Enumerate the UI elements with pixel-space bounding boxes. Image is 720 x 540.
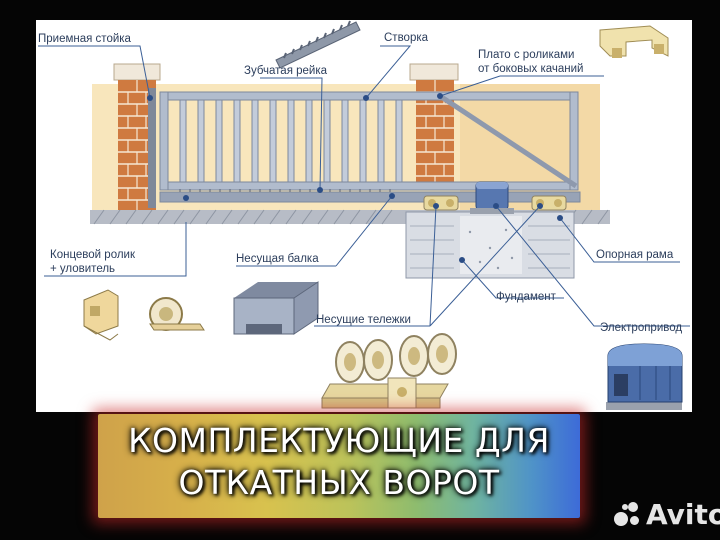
label-bearing-beam: Несущая балка <box>236 253 319 265</box>
label-end-roller-line2: + уловитель <box>50 263 115 275</box>
roller-plate-icon <box>599 25 669 58</box>
bearing-beam-icon <box>233 281 319 335</box>
avito-watermark: Avito <box>612 498 720 531</box>
end-catcher-icon <box>83 289 119 341</box>
left-brick-post <box>113 63 161 210</box>
label-roller-plate-line1: Плато с роликами <box>478 49 574 61</box>
label-support-frame: Опорная рама <box>596 249 674 261</box>
label-electric-drive: Электропривод <box>600 322 682 334</box>
label-gear-rack: Зубчатая рейка <box>244 65 328 77</box>
foundation-block <box>405 211 575 279</box>
banner-line-2: ОТКАТНЫХ ВОРОТ <box>178 463 500 502</box>
label-roller-plate-line2: от боковых качаний <box>478 63 583 75</box>
title-banner <box>98 414 580 518</box>
avito-watermark-text: Avito <box>646 498 720 531</box>
label-leaf: Створка <box>384 32 429 44</box>
leader-dots <box>147 93 563 263</box>
label-receiving-post: Приемная стойка <box>38 33 132 45</box>
label-foundation: Фундамент <box>496 291 557 303</box>
gear-rack-icon <box>275 20 361 69</box>
carriage-icon <box>321 333 457 409</box>
label-bearing-carriages: Несущие тележки <box>316 314 411 326</box>
right-brick-post <box>409 63 459 186</box>
avito-logo-icon <box>612 500 642 530</box>
gate-leaf <box>159 91 581 203</box>
banner-line-1: КОМПЛЕКТУЮЩИЕ ДЛЯ <box>128 421 550 460</box>
motor-on-foundation <box>470 181 514 214</box>
leader-lines <box>38 45 690 327</box>
label-end-roller-line1: Концевой ролик <box>50 249 136 261</box>
title-banner-text: КОМПЛЕКТУЮЩИЕ ДЛЯ ОТКАТНЫХ ВОРОТ <box>98 420 580 504</box>
end-roller-icon <box>149 297 205 331</box>
electric-drive-icon <box>606 343 683 410</box>
